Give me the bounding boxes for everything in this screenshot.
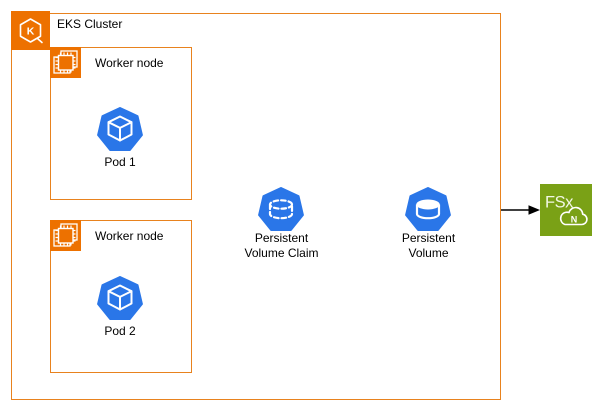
svg-text:FSx: FSx	[545, 194, 574, 212]
svg-text:N: N	[571, 215, 578, 225]
worker-node-2-label: Worker node	[95, 229, 164, 243]
pod-2-icon	[97, 276, 143, 322]
pod-1-icon	[97, 107, 143, 153]
pod-1-label: Pod 1	[104, 155, 136, 169]
arrowhead-icon	[528, 205, 540, 215]
worker-node-1-label: Worker node	[95, 56, 164, 70]
cloud-icon	[559, 206, 588, 226]
svg-text:K: K	[27, 26, 35, 38]
eks-cluster-label: EKS Cluster	[57, 17, 123, 31]
persistent-volume-icon	[405, 187, 451, 233]
compute-chip-icon	[50, 47, 81, 78]
compute-chip-icon	[50, 220, 81, 251]
pod-2-label: Pod 2	[104, 324, 136, 338]
persistent-volume-claim-label: Persistent Volume Claim	[244, 231, 319, 260]
persistent-volume-label: Persistent Volume	[401, 231, 456, 260]
persistent-volume-claim-icon	[258, 187, 304, 233]
fsx-netapp-ontap-icon: FSx N	[540, 184, 592, 236]
eks-cluster-icon: K	[11, 11, 50, 50]
